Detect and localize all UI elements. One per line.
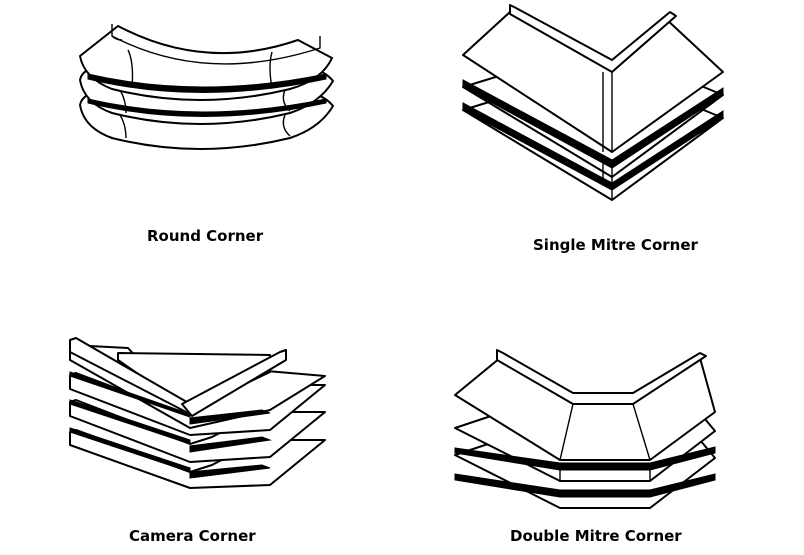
camera-corner-illustration bbox=[69, 337, 326, 489]
camera-corner-caption: Camera Corner bbox=[129, 527, 256, 545]
round-corner-illustration bbox=[79, 24, 334, 150]
double-mitre-corner-illustration bbox=[454, 349, 716, 509]
round-corner-caption: Round Corner bbox=[147, 227, 264, 245]
single-mitre-corner-illustration bbox=[462, 4, 724, 201]
single-mitre-corner-caption: Single Mitre Corner bbox=[533, 236, 698, 254]
double-mitre-corner-caption: Double Mitre Corner bbox=[510, 527, 682, 545]
